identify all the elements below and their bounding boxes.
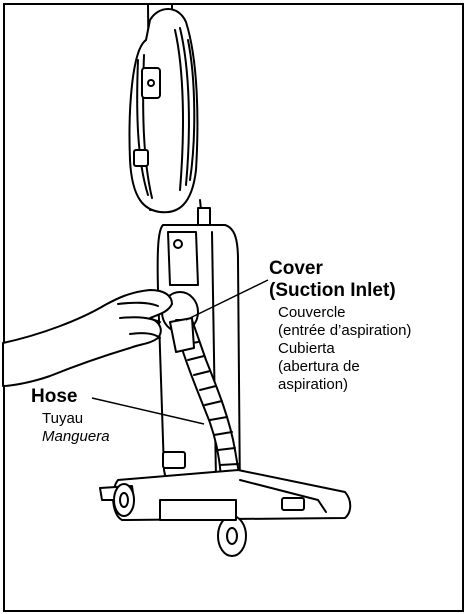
hose-leader-line bbox=[91, 397, 205, 425]
cover-label-fr: Couvercle bbox=[278, 304, 346, 321]
cord-hook-lower bbox=[133, 149, 149, 167]
cover-leader-line bbox=[185, 279, 269, 321]
cover-label: Cover bbox=[269, 258, 323, 279]
hose-label-es: Manguera bbox=[42, 428, 110, 445]
cover-label-es: Cubierta bbox=[278, 340, 335, 357]
hand-arm bbox=[2, 289, 173, 387]
hose-label-fr: Tuyau bbox=[42, 410, 84, 427]
diagram-frame bbox=[3, 3, 464, 612]
suction-inlet-label: (Suction Inlet) bbox=[269, 280, 396, 301]
cover-label-es-sub1: (abertura de bbox=[278, 358, 360, 375]
cover-label-fr-sub: (entrée d’aspiration) bbox=[278, 322, 412, 339]
cover-label-es-sub2: aspiration) bbox=[278, 376, 349, 393]
hose-label: Hose bbox=[31, 386, 78, 407]
